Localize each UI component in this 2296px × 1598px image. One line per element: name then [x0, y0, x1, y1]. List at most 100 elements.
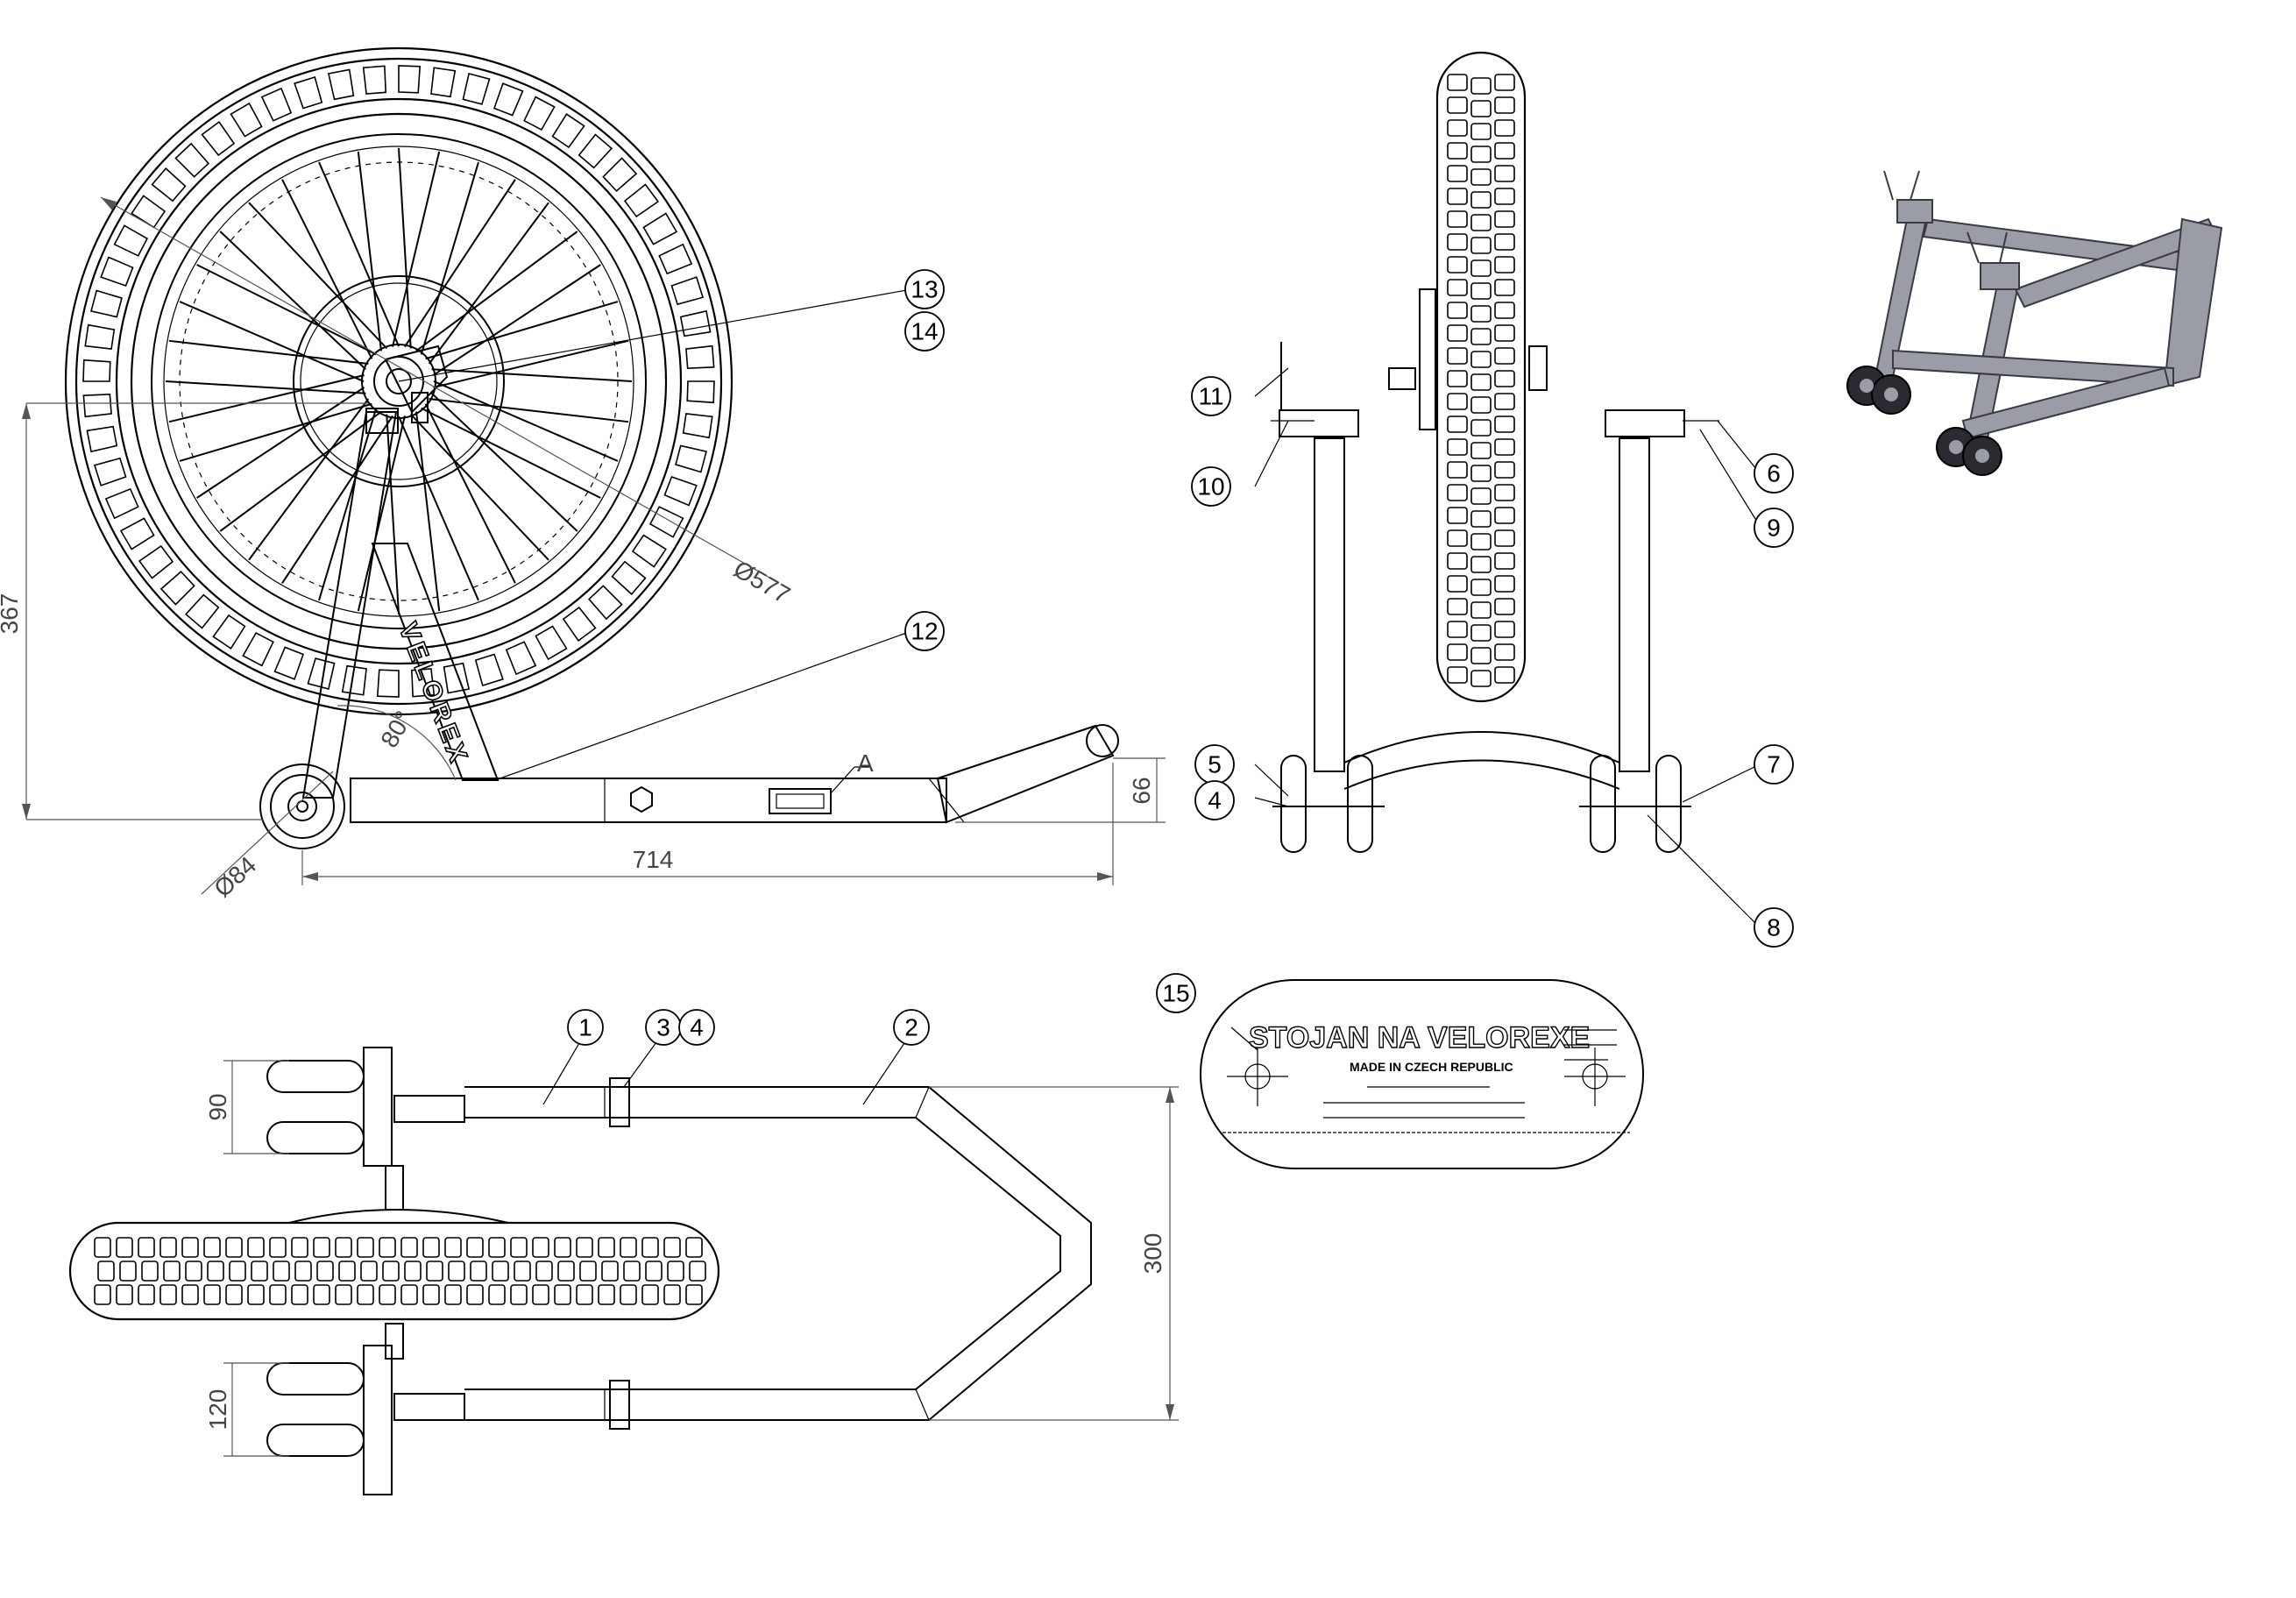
svg-text:1: 1 [578, 1014, 592, 1041]
tread-block [159, 1284, 177, 1305]
tread-block [620, 1284, 637, 1305]
tread-block [294, 75, 323, 110]
tread-block [505, 641, 537, 676]
tread-block [1447, 575, 1468, 593]
tread-block [141, 1261, 159, 1282]
tread-block [1470, 351, 1492, 368]
tread-block [1470, 328, 1492, 345]
tread-block [291, 1237, 308, 1258]
tread-block [474, 653, 504, 687]
tread-block [212, 614, 246, 650]
dim-66: 66 [1128, 777, 1155, 804]
tread-block [1447, 598, 1468, 615]
dim-120: 120 [204, 1389, 231, 1431]
side-stand-frame [259, 344, 1119, 849]
balloon-14: 14 [904, 311, 945, 352]
tread-block [470, 1261, 487, 1282]
spoke [168, 374, 365, 423]
tread-block [1494, 484, 1515, 501]
tread-block [138, 1237, 155, 1258]
tread-block [116, 1284, 133, 1305]
tread-block [623, 183, 660, 218]
tread-block [1447, 165, 1468, 182]
tread-block [641, 1237, 659, 1258]
tread-block [131, 195, 167, 229]
tread-block [1470, 100, 1492, 117]
spoke [433, 380, 619, 462]
svg-text:15: 15 [1162, 980, 1189, 1007]
tread-block [1470, 396, 1492, 414]
tread-block [1470, 305, 1492, 323]
tread-block [598, 1237, 615, 1258]
tread-block [685, 344, 715, 370]
tread-block [1470, 214, 1492, 231]
spoke [420, 161, 479, 355]
dim-367: 367 [0, 593, 23, 635]
spoke [404, 179, 516, 348]
spoke [357, 151, 382, 352]
tread-block [1470, 510, 1492, 528]
tread-block [113, 224, 149, 257]
spoke [425, 301, 619, 360]
tread-block [138, 1284, 155, 1305]
spoke [409, 413, 549, 561]
top-dimensions: 90 300 120 [204, 1060, 1179, 1457]
tread-block [1494, 621, 1515, 638]
balloon-13: 13 [904, 269, 945, 309]
tread-block [1447, 484, 1468, 501]
tread-block [1470, 465, 1492, 482]
front-view: 11 10 6 9 5 4 7 8 [1191, 51, 1794, 948]
spoke [415, 231, 578, 352]
tread-block [307, 657, 336, 690]
spoke [415, 411, 441, 612]
tread-block [84, 323, 116, 350]
tread-block [404, 1261, 422, 1282]
spoke [398, 415, 479, 601]
tread-block [82, 359, 111, 382]
tread-block [151, 167, 187, 202]
tread-block [645, 1261, 663, 1282]
spoke [433, 339, 629, 388]
balloon-3: 3 [645, 1009, 682, 1046]
tread-block [1447, 347, 1468, 365]
tread-block [430, 67, 457, 98]
tread-block [1494, 347, 1515, 365]
tread-block [598, 1284, 615, 1305]
tread-block [685, 1284, 703, 1305]
tread-block [269, 1237, 287, 1258]
spoke [196, 387, 365, 499]
tread-block [82, 393, 112, 418]
tread-block [535, 625, 568, 661]
spoke [430, 392, 578, 532]
tread-block [273, 1261, 290, 1282]
tread-block [1447, 643, 1468, 661]
tread-block [273, 646, 305, 680]
tread-block [1447, 461, 1468, 479]
tread-block [159, 1237, 177, 1258]
tread-block [1494, 96, 1515, 114]
tread-block [443, 662, 471, 694]
balloon-7: 7 [1754, 744, 1794, 785]
balloon-11: 11 [1191, 376, 1231, 416]
dim-dia-577: Ø577 [729, 555, 795, 608]
tread-block [601, 1261, 619, 1282]
tread-block [523, 96, 556, 131]
tread-block [313, 1237, 330, 1258]
svg-text:9: 9 [1767, 515, 1781, 542]
detail-label-a: A [857, 749, 874, 777]
tread-block [422, 1237, 440, 1258]
tread-block [682, 413, 713, 439]
spoke [179, 301, 365, 382]
tread-block [679, 309, 712, 337]
tread-block [338, 1261, 356, 1282]
spoke [281, 415, 393, 584]
tread-block [335, 1284, 352, 1305]
svg-text:12: 12 [911, 618, 938, 645]
svg-text:2: 2 [904, 1014, 918, 1041]
tread-block [1447, 666, 1468, 684]
tread-block [1470, 487, 1492, 505]
tread-block [1494, 142, 1515, 160]
tread-block [1470, 419, 1492, 437]
tread-block [1494, 666, 1515, 684]
balloon-9: 9 [1754, 508, 1794, 548]
